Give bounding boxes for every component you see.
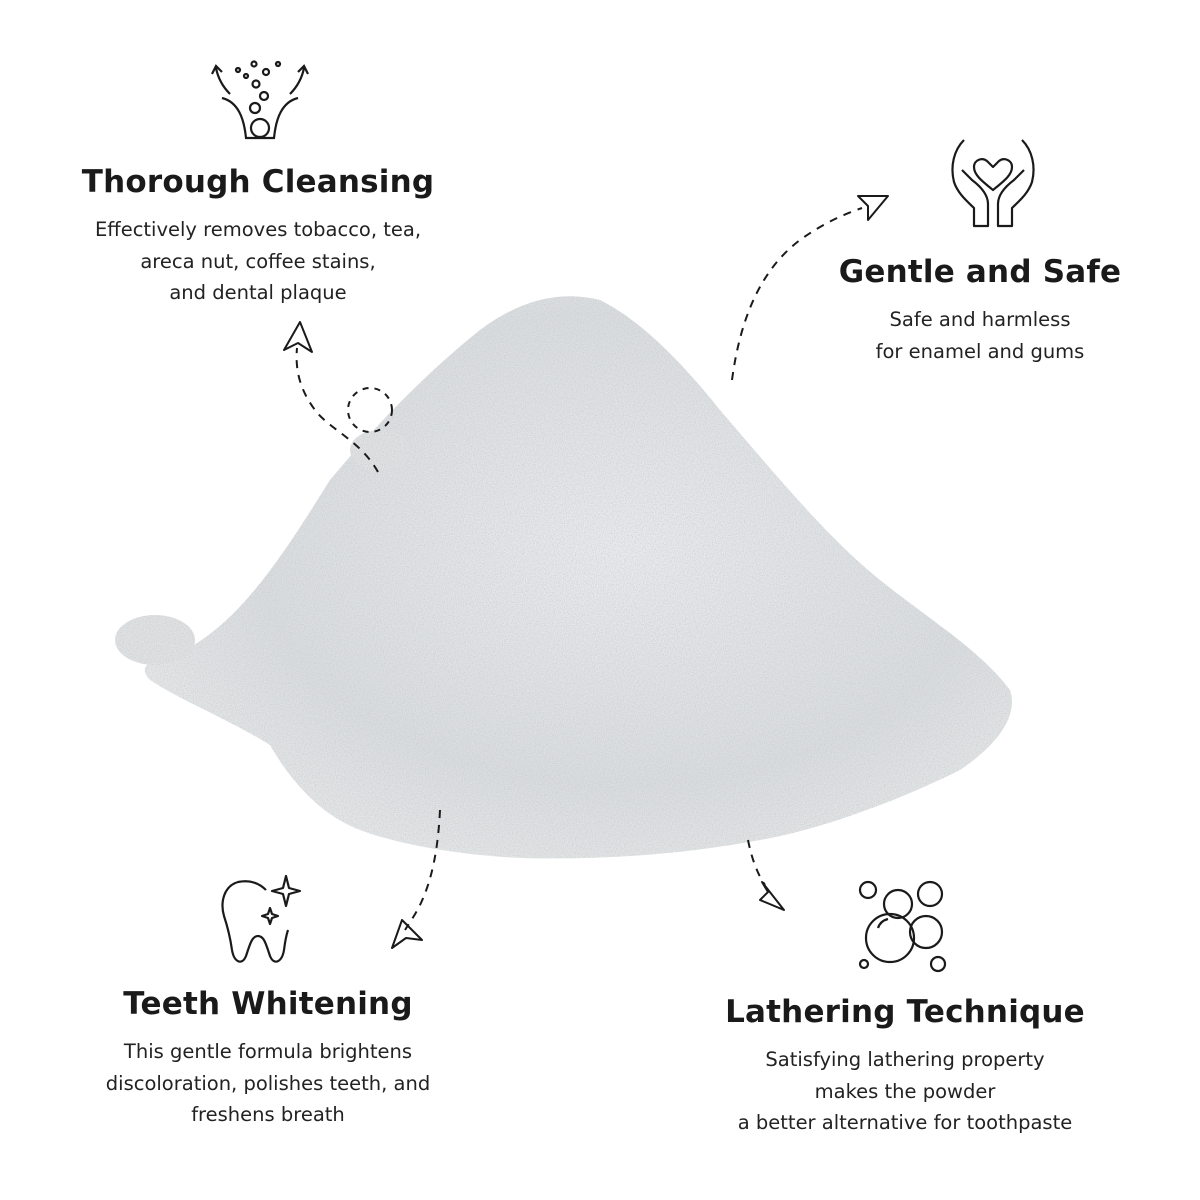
- description-line: areca nut, coffee stains,: [140, 249, 376, 273]
- feature-thorough-cleansing: Thorough Cleansing Effectively removes t…: [58, 164, 458, 309]
- soap-bubbles-icon: [858, 880, 947, 973]
- hands-heart-icon: [951, 139, 1035, 228]
- feature-teeth-whitening: Teeth Whitening This gentle formula brig…: [68, 986, 468, 1131]
- arrow-to-lathering-technique: [747, 839, 785, 911]
- description-line: Safe and harmless: [889, 308, 1071, 331]
- feature-lathering-technique: Lathering Technique Satisfying lathering…: [680, 994, 1130, 1139]
- description-line: a better alternative for toothpaste: [737, 1111, 1073, 1134]
- feature-title: Gentle and Safe: [838, 254, 1122, 290]
- feature-description: Safe and harmless for enamel and gums: [780, 304, 1180, 367]
- arrow-to-gentle-and-safe: [731, 195, 889, 381]
- feature-description: This gentle formula brightens discolorat…: [68, 1036, 468, 1131]
- description-line: and dental plaque: [169, 281, 347, 304]
- feature-title: Lathering Technique: [725, 994, 1085, 1030]
- description-line: for enamel and gums: [875, 339, 1085, 363]
- description-line: Effectively removes tobacco, tea,: [94, 218, 422, 241]
- arrow-to-teeth-whitening: [391, 809, 441, 949]
- feature-title: Thorough Cleansing: [81, 164, 435, 200]
- fizzing-bubbles-icon: [211, 60, 309, 140]
- description-line: makes the powder: [814, 1079, 996, 1103]
- feature-description: Effectively removes tobacco, tea, areca …: [58, 214, 458, 309]
- description-line: This gentle formula brightens: [123, 1040, 413, 1063]
- feature-gentle-and-safe: Gentle and Safe Safe and harmless for en…: [780, 254, 1180, 367]
- feature-title: Teeth Whitening: [123, 986, 413, 1022]
- description-line: Satisfying lathering property: [765, 1048, 1045, 1071]
- description-line: discoloration, polishes teeth, and: [105, 1071, 431, 1095]
- sparkling-tooth-icon: [221, 874, 302, 963]
- feature-description: Satisfying lathering property makes the …: [680, 1044, 1130, 1139]
- description-line: freshens breath: [191, 1103, 345, 1126]
- arrow-to-thorough-cleansing: [283, 321, 393, 473]
